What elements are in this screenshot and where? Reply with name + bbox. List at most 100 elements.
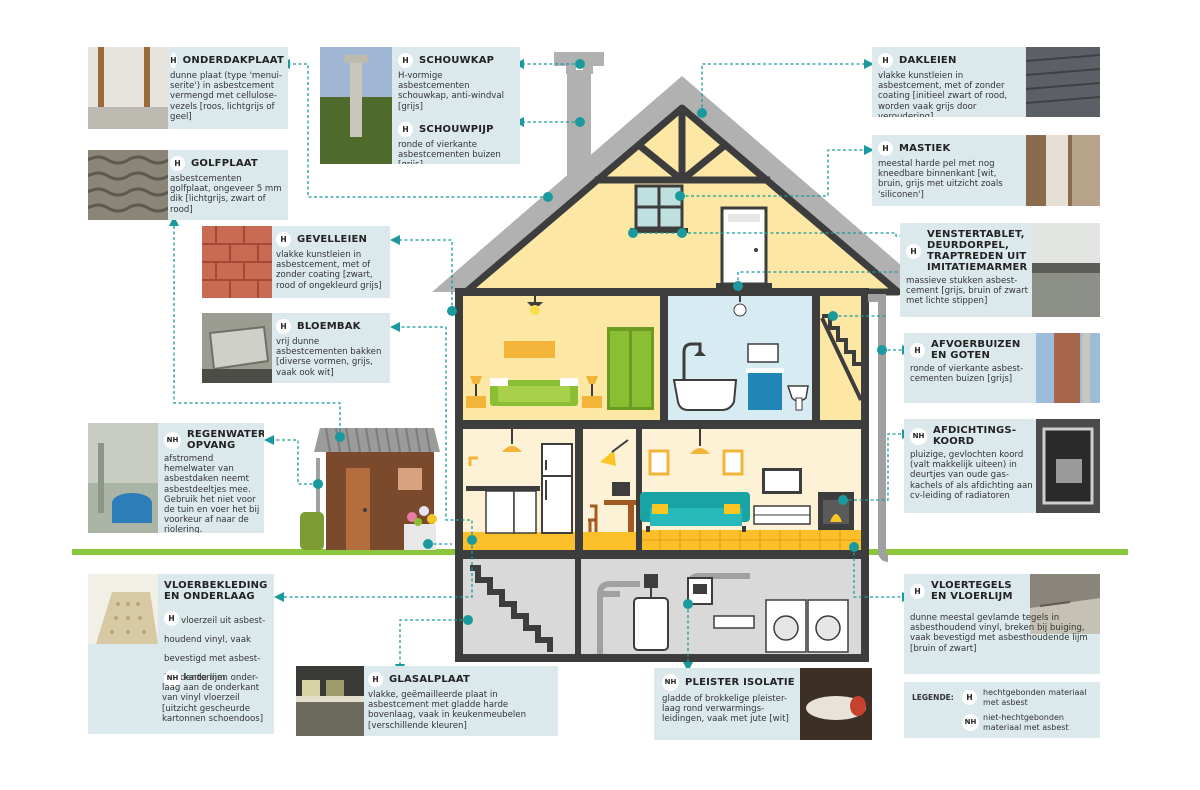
kitchen-lamp	[502, 429, 522, 452]
legend-nh-text: niet-hechtgebonden materiaal met asbest	[983, 713, 1069, 732]
item-description: massieve stukken asbest-cement [grijs, b…	[906, 276, 1028, 307]
badge-h: H	[368, 672, 383, 687]
item-title: REGENWATER-OPVANG	[187, 429, 264, 451]
item-description: vlakke, geëmailleerde plaat in asbestcem…	[368, 690, 527, 731]
stove	[818, 492, 854, 530]
badge-h: H	[170, 53, 177, 68]
study-lamp	[600, 450, 616, 466]
study-chair	[588, 504, 598, 532]
badge-h: H	[906, 243, 921, 259]
photo-golfplaat	[88, 150, 168, 220]
card-bloembak: H BLOEMBAK vrij dunne asbestcementen bakk…	[202, 313, 390, 383]
radiator	[713, 615, 755, 629]
badge-nh: NH	[662, 674, 679, 691]
badge-nh: NH	[164, 431, 181, 449]
callout-connectors	[173, 63, 906, 668]
sofa	[640, 492, 750, 532]
badge-h: H	[910, 342, 925, 358]
item-title: MASTIEK	[899, 143, 951, 154]
item-title: DAKLEIEN	[899, 55, 957, 66]
badge-h: H	[276, 319, 291, 334]
item-title: AFVOERBUIZEN EN GOTEN	[931, 339, 1021, 361]
card-glasalplaat: H GLASALPLAAT vlakke, geëmailleerde plaat…	[296, 666, 558, 736]
item-description: dunne plaat (type 'menui-serite') in asb…	[170, 71, 282, 122]
photo-glasalplaat	[296, 666, 364, 736]
photo-afdichtingskoord	[1036, 419, 1100, 513]
legend-badge-h: H	[962, 690, 977, 705]
photo-pleister-isolatie	[800, 668, 872, 740]
item-title: BLOEMBAK	[297, 321, 361, 332]
toilet	[786, 385, 809, 411]
attic-window	[630, 184, 688, 233]
card-regenwateropvang: NH REGENWATER-OPVANG afstromend hemelwate…	[88, 423, 264, 533]
photo-dakleien	[1026, 47, 1100, 117]
item-description: vlakke kunstleien in asbestcement, met o…	[878, 71, 1008, 117]
drainpipe	[868, 294, 889, 562]
upper-stairs	[822, 314, 861, 366]
legend-title: LEGENDE:	[912, 692, 954, 702]
card-afdichtingskoord: NH AFDICHTINGS-KOORD pluizige, gevlochten…	[904, 419, 1100, 513]
living-lamp	[690, 429, 710, 454]
photo-vloertegels	[1030, 574, 1100, 634]
item-description: afstromend hemelwater van asbestdaken ne…	[164, 454, 260, 533]
rain-barrel	[300, 458, 324, 550]
item-title: GOLFPLAAT	[191, 158, 258, 169]
photo-schouwkap	[320, 47, 392, 164]
photo-regenwateropvang	[88, 423, 158, 533]
water-heater	[687, 577, 713, 605]
badge-nh: NH	[910, 427, 927, 445]
item-title: GEVELLEIEN	[297, 234, 368, 245]
item-title: SCHOUWPIJP	[419, 123, 494, 135]
card-venstertablet: H VENSTERTABLET, DEURDORPEL, TRAPTREDEN U…	[900, 223, 1100, 317]
washing-machines	[765, 599, 849, 653]
kitchen-counter	[466, 456, 540, 534]
sink	[746, 343, 784, 410]
bathtub	[672, 342, 738, 411]
item-title: GLASALPLAAT	[389, 674, 471, 685]
tv-set	[753, 468, 811, 525]
item-title: VLOERBEKLEDING EN ONDERLAAG	[164, 580, 268, 602]
item-title: AFDICHTINGS-KOORD	[933, 425, 1017, 447]
photo-vloerbekleding	[88, 574, 158, 644]
badge-h: H	[878, 141, 893, 156]
nightstands	[466, 376, 602, 408]
item-description: ronde of vierkante asbest-cementen buize…	[910, 364, 1024, 385]
item-description: vloerzeil uit asbest-houdend vinyl, vaak…	[164, 616, 266, 683]
wardrobe	[607, 327, 654, 410]
flowerpot	[404, 506, 437, 550]
legend-badge-nh: NH	[962, 714, 979, 731]
boiler	[633, 574, 669, 651]
connector-dots	[313, 59, 887, 625]
photo-bloembak	[202, 313, 272, 383]
card-afvoerbuizen: H AFVOERBUIZEN EN GOTEN ronde of vierkant…	[904, 333, 1100, 403]
item-title: VENSTERTABLET, DEURDORPEL, TRAPTREDEN UI…	[927, 229, 1028, 273]
badge-nh: NH	[164, 670, 181, 687]
fridge	[541, 443, 573, 534]
photo-mastiek	[1026, 135, 1100, 206]
legend: LEGENDE: H hechtgebonden materiaal met a…	[904, 682, 1100, 738]
living-windows	[648, 449, 744, 476]
study-monitor	[612, 482, 630, 496]
item-description: pluizige, gevlochten koord (valt makkeli…	[910, 450, 1033, 501]
basement-stairs	[470, 565, 553, 652]
bedroom-painting	[504, 341, 555, 358]
badge-h: H	[164, 611, 179, 626]
roof-truss	[595, 112, 770, 184]
item-description: H-vormige asbestcementen schouwkap, anti…	[398, 71, 505, 112]
photo-onderdakplaat	[88, 47, 168, 129]
item-description: vlakke kunstleien in asbestcement, met o…	[276, 250, 382, 291]
photo-gevelleien	[202, 226, 272, 298]
item-title: SCHOUWKAP	[419, 55, 495, 66]
roof	[432, 76, 932, 292]
badge-h: H	[398, 121, 413, 137]
item-description: vrij dunne asbestcementen bakken [divers…	[276, 337, 382, 378]
photo-afvoerbuizen	[1036, 333, 1100, 403]
study-desk	[604, 500, 636, 505]
item-description: meestal harde pel met nog kneedbare binn…	[878, 159, 1003, 200]
item-description: asbestcementen golfplaat, ongeveer 5 mm …	[170, 174, 282, 215]
